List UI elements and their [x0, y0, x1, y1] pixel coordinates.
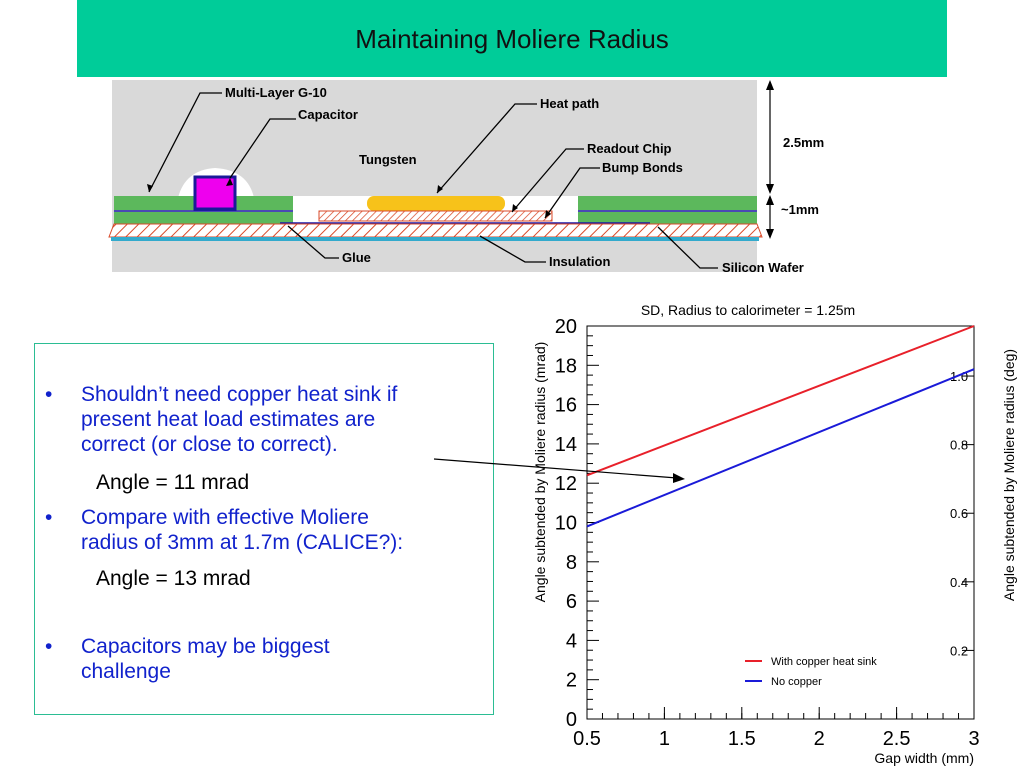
y-tick-label: 12 [555, 473, 577, 495]
bullet-1: • Shouldn’t need copper heat sink if pre… [45, 382, 398, 457]
series-line [586, 368, 975, 528]
bullet-marker: • [45, 383, 53, 406]
annotation-arrow-head [673, 473, 685, 483]
bullet-3-line-2: challenge [81, 660, 171, 683]
y2-tick-label: 0.6 [950, 506, 968, 521]
label-readout-chip: Readout Chip [587, 141, 672, 156]
y-axis-label: Angle subtended by Moliere radius (mrad) [532, 342, 548, 603]
y-tick-label: 18 [555, 355, 577, 377]
label-silicon-wafer: Silicon Wafer [722, 260, 804, 275]
silicon-wafer [108, 223, 763, 238]
label-dim-top: 2.5mm [783, 135, 824, 150]
y-tick-label: 8 [566, 552, 577, 574]
bullet-box: • Shouldn’t need copper heat sink if pre… [34, 343, 494, 715]
bullet-2-line-1: Compare with effective Moliere [81, 506, 369, 529]
label-bump-bonds: Bump Bonds [602, 160, 683, 175]
y-tick-label: 0 [566, 709, 577, 731]
sub-angle-2: Angle = 13 mrad [96, 567, 251, 590]
y2-tick-label: 1.0 [950, 369, 968, 384]
y2-tick-label: 0.8 [950, 438, 968, 453]
y-tick-label: 20 [555, 316, 577, 338]
slide-title: Maintaining Moliere Radius [355, 24, 669, 54]
insulation [111, 237, 759, 241]
sub-angle-1: Angle = 11 mrad [96, 471, 250, 494]
g10-left-lower [114, 212, 293, 224]
title-bar: Maintaining Moliere Radius [77, 0, 947, 77]
bullet-1-line-3: correct (or close to correct). [81, 433, 338, 456]
x-tick-label: 2 [814, 728, 825, 750]
g10-right [578, 196, 757, 210]
cross-section-diagram: Multi-Layer G-10 Capacitor Tungsten Heat… [108, 80, 824, 275]
y-tick-label: 6 [566, 591, 577, 613]
y2-tick-label: 0.4 [950, 575, 968, 590]
x-tick-label: 1 [659, 728, 670, 750]
y-tick-label: 2 [566, 670, 577, 692]
y-tick-label: 16 [555, 395, 577, 417]
label-capacitor: Capacitor [298, 107, 358, 122]
bullet-1-line-2: present heat load estimates are [81, 408, 376, 431]
chart-title: SD, Radius to calorimeter = 1.25m [641, 302, 855, 318]
bullet-2-line-2: radius of 3mm at 1.7m (CALICE?): [81, 531, 404, 554]
label-heat-path: Heat path [540, 96, 599, 111]
x-axis-label: Gap width (mm) [874, 750, 974, 766]
legend-label: No copper [771, 676, 822, 688]
bullet-marker: • [45, 635, 53, 658]
x-tick-label: 1.5 [728, 728, 756, 750]
heat-path [367, 196, 505, 211]
bullet-1-line-1: Shouldn’t need copper heat sink if [81, 383, 398, 406]
y2-axis-label: Angle subtended by Moliere radius (deg) [1001, 349, 1017, 601]
x-tick-label: 0.5 [573, 728, 601, 750]
y-tick-label: 4 [566, 630, 577, 652]
y2-tick-label: 0.2 [950, 643, 968, 658]
label-insulation: Insulation [549, 254, 610, 269]
g10-right-lower [578, 212, 757, 224]
label-glue: Glue [342, 250, 371, 265]
y-tick-label: 10 [555, 513, 577, 535]
label-tungsten: Tungsten [359, 152, 417, 167]
legend-label: With copper heat sink [771, 656, 877, 668]
bullet-3: • Capacitors may be biggest challenge [45, 634, 330, 684]
series-line [586, 325, 975, 477]
label-dim-bottom: ~1mm [781, 202, 819, 217]
label-multilayer: Multi-Layer G-10 [225, 85, 327, 100]
bullet-3-line-1: Capacitors may be biggest [81, 635, 330, 658]
x-tick-label: 2.5 [883, 728, 911, 750]
bullet-2: • Compare with effective Moliere radius … [45, 505, 404, 555]
y-tick-label: 14 [555, 434, 577, 456]
plot-frame [586, 325, 975, 720]
readout-chip [318, 210, 553, 222]
x-tick-label: 3 [968, 728, 979, 750]
bullet-marker: • [45, 506, 53, 529]
